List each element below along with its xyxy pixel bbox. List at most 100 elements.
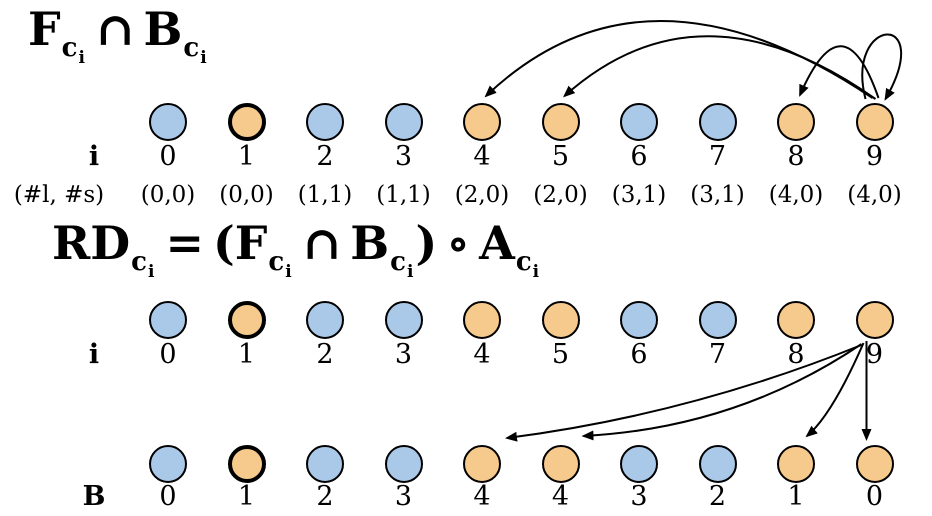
node-label-rd-1: 1 [237,339,256,370]
node-label-b-3: 3 [394,481,413,512]
formula-rd-definition: RDci=(Fci∩Bci)∘Aci [52,220,541,281]
node-fb-8 [777,103,815,141]
arrow-top-9-to-4 [484,20,874,99]
subscript-i: i [285,262,292,282]
node-label-b-5: 4 [551,481,570,512]
node-label-rd-3: 3 [394,339,413,370]
row-label-fb: i [88,141,100,172]
composition-operator: ∘ [446,216,471,270]
equals-sign: = [165,216,204,270]
close-paren: ) [415,216,438,270]
node-b-9 [855,445,894,483]
pairs-caption: (#l, #s) [13,182,105,208]
node-label-rd-7: 7 [708,339,727,370]
node-b-6 [620,445,658,483]
subscript-c: c [131,247,147,277]
pair-value-6: (3,1) [611,182,667,208]
set-a-symbol: A [479,216,515,270]
set-f-symbol: F [28,2,61,56]
subscript-i: i [532,262,540,282]
node-rd-5 [541,301,580,339]
subscript-c: c [183,33,200,63]
node-rd-6 [620,301,658,339]
node-fb-7 [698,103,737,141]
formula-f-intersect-b: Fci∩Bci [28,6,209,67]
arrow-top-9-to-9 [861,33,903,101]
node-label-fb-4: 4 [473,141,491,172]
node-b-5 [541,445,580,483]
node-label-rd-2: 2 [316,339,334,370]
set-f-symbol: F [234,216,268,270]
arrow-top-9-to-5 [563,35,877,100]
node-label-b-0: 0 [159,481,177,512]
node-b-2 [306,445,344,483]
node-rd-3 [384,301,423,339]
pair-value-5: (2,0) [533,182,588,208]
node-b-1 [227,445,266,483]
pair-value-4: (2,0) [454,182,510,208]
node-label-b-6: 3 [630,481,648,512]
node-rd-4 [463,301,501,339]
arrow-group [484,20,903,442]
open-paren: ( [212,216,235,270]
node-label-rd-9: 9 [865,339,884,370]
row-label-rd: i [88,339,100,370]
node-label-rd-0: 0 [159,339,177,370]
node-label-fb-3: 3 [394,141,413,172]
node-rd-1 [227,301,266,339]
intersection-operator: ∩ [95,2,135,56]
node-fb-0 [149,103,187,141]
subscript-c: c [268,247,285,277]
subscript-i: i [200,48,207,68]
node-label-fb-9: 9 [865,141,884,172]
node-label-rd-5: 5 [551,339,570,370]
rd-symbol: RD [52,216,131,270]
node-fb-6 [620,103,658,141]
node-fb-1 [227,103,266,141]
node-b-4 [463,445,501,483]
pair-value-3: (1,1) [376,182,431,208]
subscript-c: c [61,33,78,63]
pair-value-0: (0,0) [140,182,196,208]
node-label-fb-7: 7 [708,141,727,172]
node-rd-2 [306,301,344,339]
node-fb-3 [384,103,423,141]
set-b-symbol: B [350,216,390,270]
pair-value-1: (0,0) [219,182,274,208]
subscript-i: i [147,262,155,282]
subscript-i: i [78,48,85,68]
node-label-b-7: 2 [708,481,727,512]
pair-value-7: (3,1) [690,182,745,208]
node-label-b-2: 2 [316,481,334,512]
node-label-fb-5: 5 [551,141,570,172]
node-fb-9 [855,103,894,141]
node-label-b-4: 4 [473,481,491,512]
node-label-fb-8: 8 [787,141,805,172]
node-label-fb-1: 1 [237,141,256,172]
node-b-8 [777,445,815,483]
node-rd-9 [855,301,894,339]
node-rd-0 [149,301,187,339]
node-b-7 [698,445,737,483]
node-label-b-1: 1 [237,481,256,512]
node-label-rd-4: 4 [473,339,491,370]
node-b-3 [384,445,423,483]
node-b-0 [149,445,187,483]
row-label-b: B [82,481,106,512]
node-label-b-9: 0 [865,481,884,512]
node-label-rd-6: 6 [630,339,648,370]
node-rd-7 [698,301,737,339]
node-label-b-8: 1 [787,481,805,512]
node-label-fb-6: 6 [630,141,648,172]
intersection-operator: ∩ [302,216,342,270]
subscript-i: i [407,262,414,282]
subscript-c: c [515,247,532,277]
arrow-top-9-to-8 [799,45,880,99]
node-fb-5 [541,103,580,141]
pair-value-2: (1,1) [297,182,353,208]
set-b-symbol: B [143,2,183,56]
node-rd-8 [777,301,815,339]
node-fb-4 [463,103,501,141]
pair-value-8: (4,0) [768,182,824,208]
